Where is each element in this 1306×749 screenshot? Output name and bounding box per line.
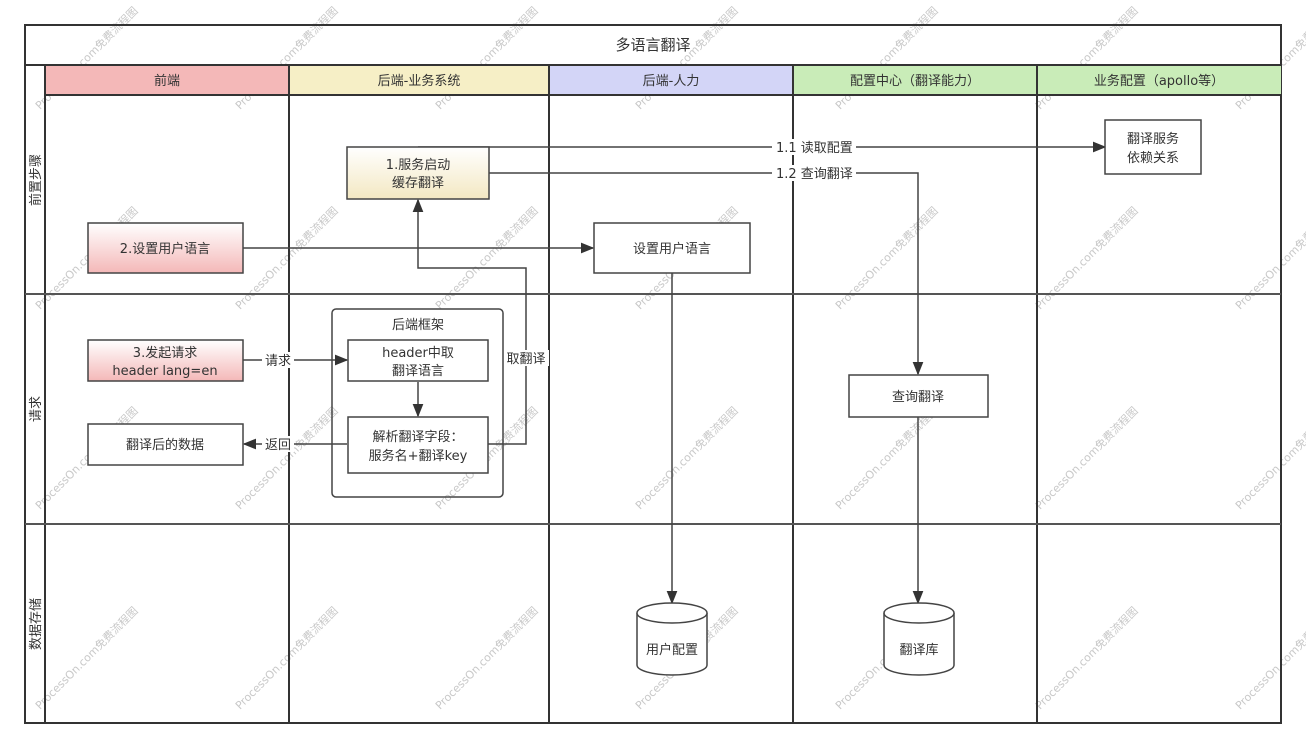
watermark-text: ProcessOn.com免费流程图 xyxy=(1232,204,1306,312)
phase-label-request: 请求 xyxy=(29,396,44,422)
svg-text:header中取: header中取 xyxy=(382,346,454,361)
node-translated-data[interactable]: 翻译后的数据 xyxy=(87,423,244,466)
watermark-text: ProcessOn.com免费流程图 xyxy=(1032,604,1140,712)
watermark-text: ProcessOn.com免费流程图 xyxy=(232,204,340,312)
edge-query-translation[interactable] xyxy=(489,172,924,376)
svg-text:后端框架: 后端框架 xyxy=(392,318,444,333)
svg-text:2.设置用户语言: 2.设置用户语言 xyxy=(120,241,210,257)
lane-label-backend-business: 后端-业务系统 xyxy=(378,73,461,89)
node-service-start[interactable]: 1.服务启动 缓存翻译 xyxy=(346,146,490,200)
watermark-text: ProcessOn.com免费流程图 xyxy=(1032,204,1140,312)
container-backend-framework: 后端框架 xyxy=(331,308,504,498)
svg-text:依赖关系: 依赖关系 xyxy=(1127,151,1179,166)
watermark-text: ProcessOn.com免费流程图 xyxy=(832,404,940,512)
edge-label-return: 返回 xyxy=(265,438,291,453)
node-dependency[interactable]: 翻译服务 依赖关系 xyxy=(1104,119,1202,175)
svg-text:服务名+翻译key: 服务名+翻译key xyxy=(369,448,468,464)
node-send-request[interactable]: 3.发起请求 header lang=en xyxy=(87,339,244,382)
node-set-lang-frontend[interactable]: 2.设置用户语言 xyxy=(87,222,244,274)
node-get-lang[interactable]: header中取 翻译语言 xyxy=(347,339,489,382)
watermark-text: ProcessOn.com免费流程图 xyxy=(1232,604,1306,712)
edge-fetch-translation[interactable] xyxy=(412,198,527,445)
diagram-title: 多语言翻译 xyxy=(615,36,690,54)
node-parse-fields[interactable]: 解析翻译字段： 服务名+翻译key xyxy=(347,416,489,474)
lane-label-config-center: 配置中心（翻译能力） xyxy=(850,74,980,89)
watermark-text: ProcessOn.com免费流程图 xyxy=(632,404,740,512)
svg-text:解析翻译字段：: 解析翻译字段： xyxy=(372,430,463,445)
svg-text:翻译服务: 翻译服务 xyxy=(1127,131,1179,147)
watermark-text: ProcessOn.com免费流程图 xyxy=(1032,404,1140,512)
db-user-config[interactable]: 用户配置 xyxy=(636,602,708,676)
node-query-translation[interactable]: 查询翻译 xyxy=(848,374,989,418)
node-set-lang-hr[interactable]: 设置用户语言 xyxy=(593,222,751,274)
edge-label-read-config: 1.1 读取配置 xyxy=(776,141,853,156)
edge-label-query-translation: 1.2 查询翻译 xyxy=(776,167,853,182)
svg-text:缓存翻译: 缓存翻译 xyxy=(392,176,444,191)
edge-label-fetch-translation: 取翻译 xyxy=(506,352,545,367)
svg-text:3.发起请求: 3.发起请求 xyxy=(133,345,197,361)
watermark-text: ProcessOn.com免费流程图 xyxy=(432,204,540,312)
lane-header-config-center xyxy=(793,66,1037,95)
lane-header-backend-hr xyxy=(549,66,793,95)
watermark-text: ProcessOn.com免费流程图 xyxy=(232,604,340,712)
lane-label-backend-hr: 后端-人力 xyxy=(643,74,700,89)
db-translation[interactable]: 翻译库 xyxy=(883,602,955,676)
lane-header-backend-business xyxy=(289,66,549,95)
lane-header-business-config xyxy=(1037,66,1281,95)
edge-label-request: 请求 xyxy=(265,354,291,369)
svg-text:设置用户语言: 设置用户语言 xyxy=(633,241,711,257)
svg-text:翻译语言: 翻译语言 xyxy=(392,364,444,379)
watermark-text: ProcessOn.com免费流程图 xyxy=(32,604,140,712)
svg-text:查询翻译: 查询翻译 xyxy=(892,390,944,405)
svg-text:header lang=en: header lang=en xyxy=(112,364,217,379)
watermark-text: ProcessOn.com免费流程图 xyxy=(432,604,540,712)
svg-text:1.服务启动: 1.服务启动 xyxy=(386,157,450,173)
phase-label-storage: 数据存储 xyxy=(29,598,44,650)
diagram-frame xyxy=(24,24,1282,724)
watermark-text: ProcessOn.com免费流程图 xyxy=(1232,404,1306,512)
svg-text:用户配置: 用户配置 xyxy=(646,642,698,658)
lane-label-frontend: 前端 xyxy=(154,73,180,89)
svg-text:翻译后的数据: 翻译后的数据 xyxy=(126,437,204,453)
watermark-text: ProcessOn.com免费流程图 xyxy=(232,404,340,512)
lane-label-business-config: 业务配置（apollo等） xyxy=(1094,73,1224,89)
lane-header-frontend xyxy=(45,66,289,95)
watermark-text: ProcessOn.com免费流程图 xyxy=(832,204,940,312)
svg-text:翻译库: 翻译库 xyxy=(899,642,938,658)
phase-label-setup: 前置步骤 xyxy=(28,154,44,206)
